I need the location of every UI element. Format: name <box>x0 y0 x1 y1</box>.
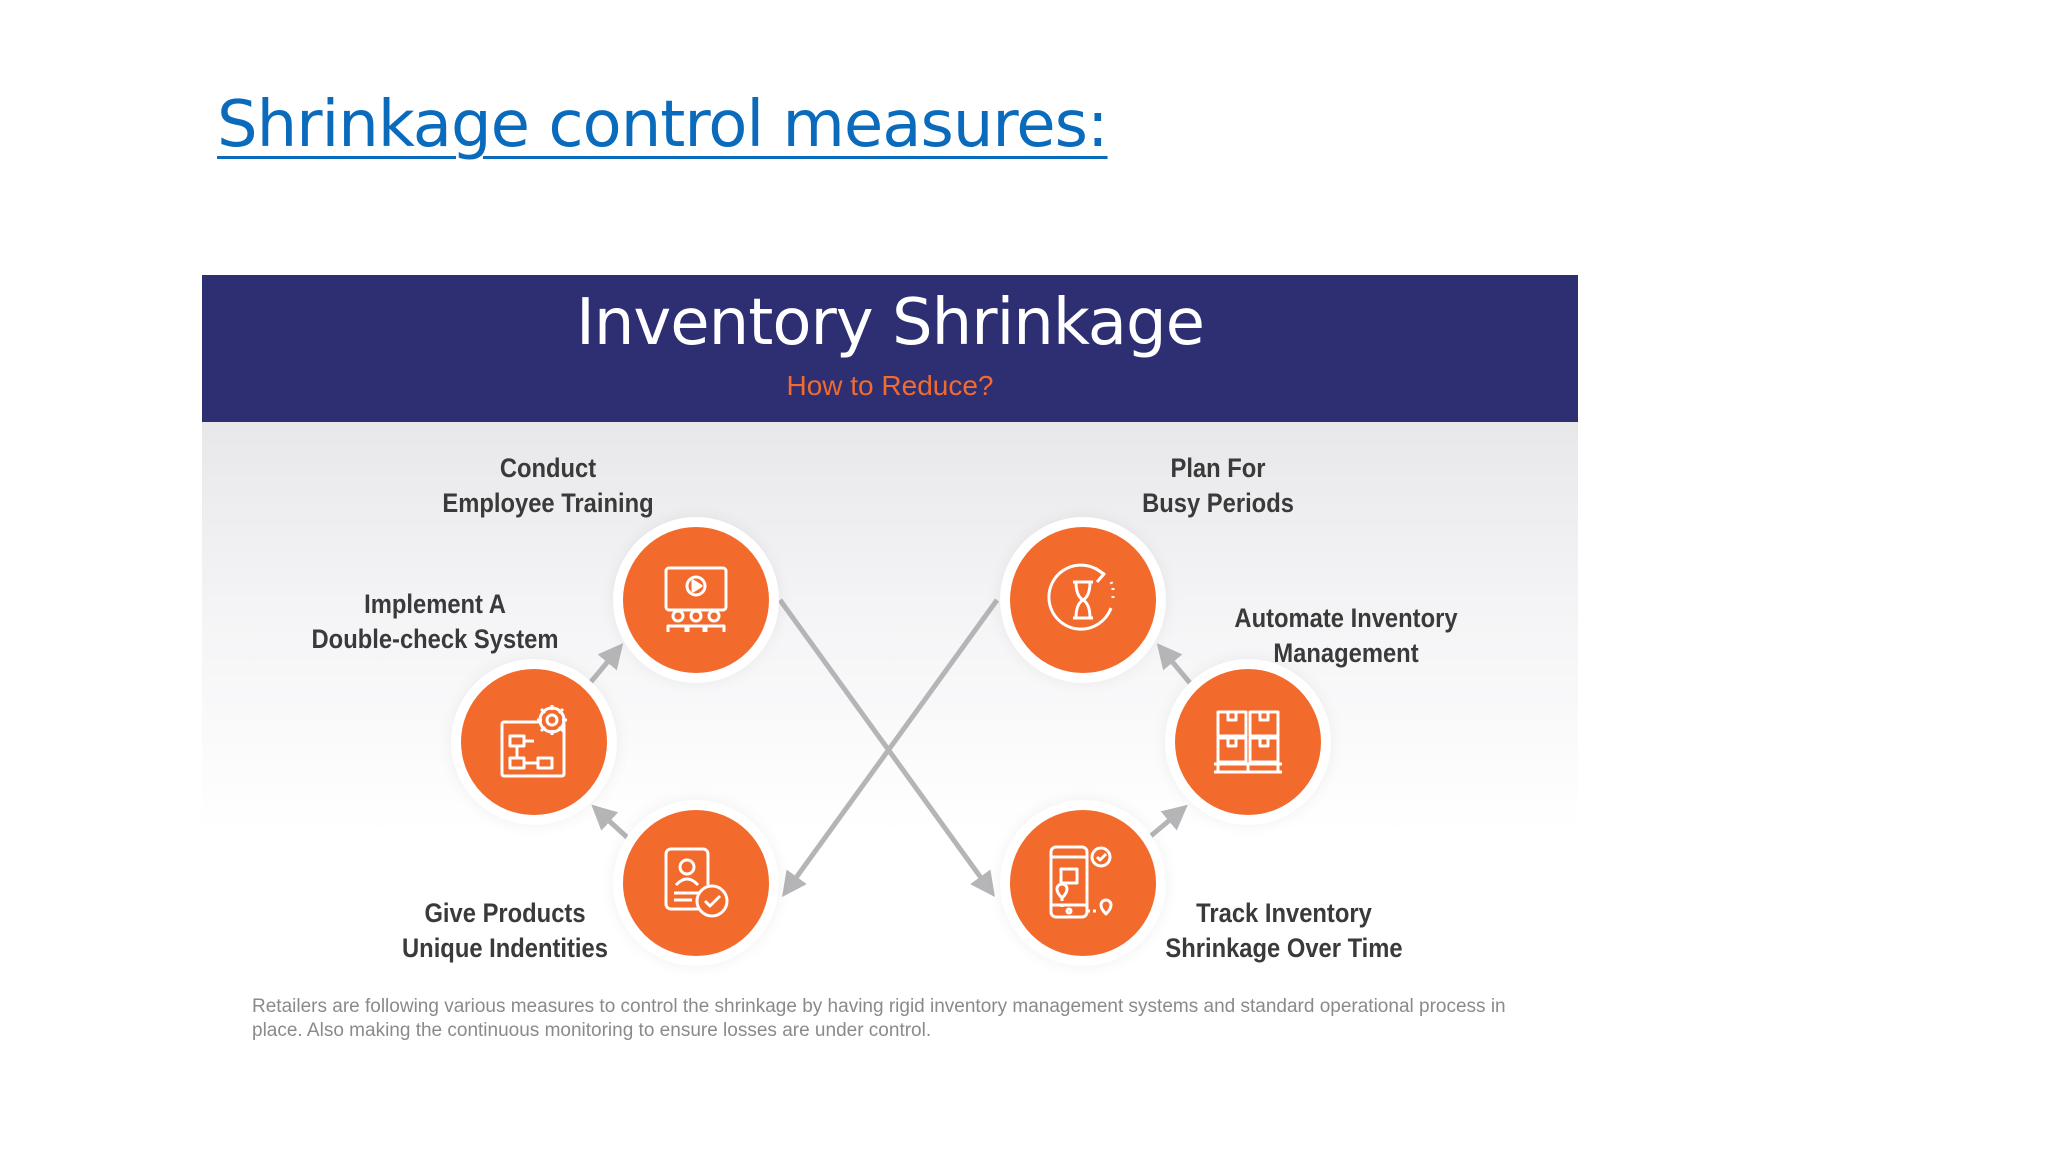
busy-periods-label: Plan For Busy Periods <box>1142 453 1294 518</box>
employee-training-label: Conduct Employee Training <box>442 453 654 518</box>
cross-arrow-left-to-right <box>777 598 995 898</box>
unique-ids-node <box>623 810 769 956</box>
track-label: Track Inventory Shrinkage Over Time <box>1165 898 1403 963</box>
id-badge-check-icon <box>664 847 729 918</box>
unique-ids-label: Give Products Unique Indentities <box>402 898 608 963</box>
infographic-title: Inventory Shrinkage <box>575 286 1205 360</box>
hourglass-cycle-icon <box>1047 563 1115 631</box>
slide-title: Shrinkage control measures: <box>217 88 1109 162</box>
pallet-boxes-icon <box>1214 710 1282 774</box>
flow-arrows <box>588 598 1192 898</box>
arrow-track-to-automate <box>1144 804 1188 842</box>
automate-label: Automate Inventory Management <box>1234 603 1458 668</box>
employee-training-node <box>623 527 769 673</box>
flowchart-gear-icon <box>500 705 567 778</box>
video-training-icon <box>664 566 728 632</box>
arrow-unique-ids-to-double-check <box>591 804 632 842</box>
infographic-subtitle: How to Reduce? <box>786 370 994 401</box>
busy-periods-node <box>1010 527 1156 673</box>
track-node <box>1010 810 1156 956</box>
infographic-banner: Inventory Shrinkage How to Reduce? <box>202 275 1578 422</box>
double-check-label: Implement A Double-check System <box>311 589 559 654</box>
infographic-footnote: Retailers are following various measures… <box>252 996 1506 1041</box>
cross-arrow-right-to-left <box>782 598 1000 898</box>
inventory-shrinkage-infographic: Inventory Shrinkage How to Reduce? Condu… <box>202 275 1578 1058</box>
arrow-double-check-to-training <box>588 643 624 685</box>
arrow-automate-to-busy-periods <box>1156 643 1192 685</box>
automate-node <box>1175 669 1321 815</box>
double-check-node <box>461 669 607 815</box>
mobile-tracking-icon <box>1049 845 1113 919</box>
